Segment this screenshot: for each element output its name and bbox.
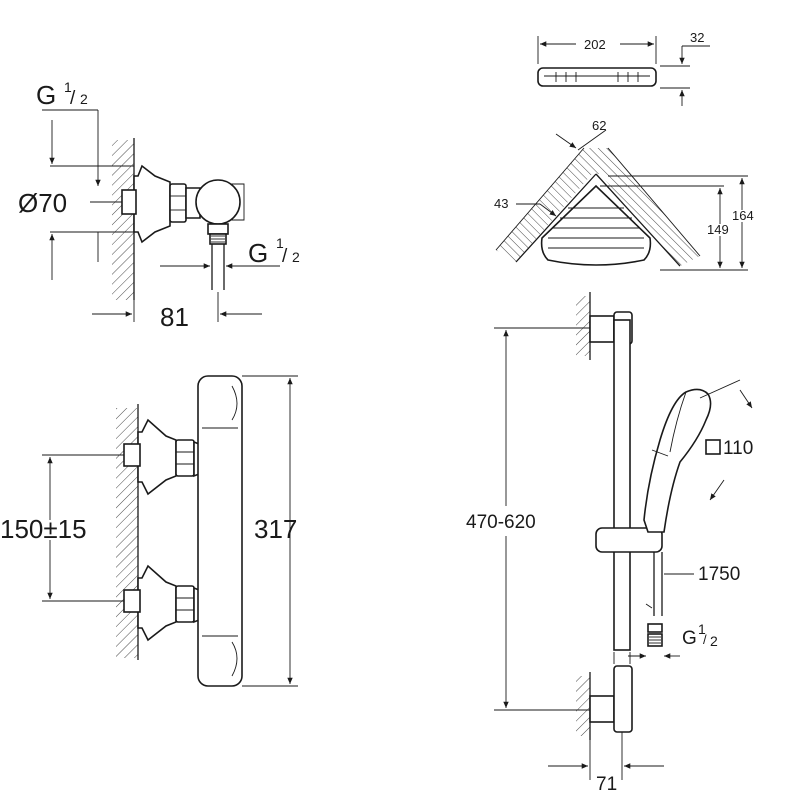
svg-text:/: / <box>282 246 288 267</box>
square-icon <box>705 439 721 455</box>
rail-projection-label: 71 <box>596 774 617 795</box>
outlet-thread-sub: 2 <box>292 249 300 265</box>
depth-label: 81 <box>160 302 189 332</box>
shower-rail <box>613 319 631 651</box>
basket-profile <box>537 67 657 87</box>
outlet-fitting <box>207 223 229 235</box>
shower-rail-view: 110 1750 G 1 / 2 470-620 71 <box>466 292 753 795</box>
basket-width-label: 202 <box>584 37 606 52</box>
hose-thread-sub: 2 <box>710 633 718 649</box>
corner-gap-label: 43 <box>494 196 508 211</box>
hose-thread-g: G <box>682 628 697 649</box>
corner-basket <box>540 184 652 266</box>
corner-wall-hatch <box>496 148 700 266</box>
rail-height-label: 470-620 <box>466 512 536 533</box>
thermostat-bar <box>197 375 243 687</box>
centres-label: 150±15 <box>0 514 87 544</box>
basket-side-view: 202 32 <box>537 30 710 106</box>
hose-thread-label: G 1 / 2 <box>682 621 718 649</box>
escutcheon <box>133 164 171 244</box>
svg-text:/: / <box>70 88 76 109</box>
outlet-thread-g: G <box>248 238 268 268</box>
hand-shower <box>643 388 712 533</box>
hose-length-label: 1750 <box>698 564 740 585</box>
inlet-thread-g: G <box>36 80 56 110</box>
corner-depth-outer-label: 164 <box>732 208 754 223</box>
basket-height-label: 32 <box>690 30 704 45</box>
valve-head <box>195 179 241 225</box>
inlet-thread-sub: 2 <box>80 91 88 107</box>
thermostat-view: 317 150±15 <box>0 375 298 687</box>
mixer-side-view: G 1 / 2 Ø70 G 1 / 2 81 <box>18 79 300 332</box>
wall-hatch <box>112 140 134 300</box>
diameter-label: Ø70 <box>18 188 67 218</box>
hose-thread-sup: 1 <box>698 621 706 637</box>
inlet-stub <box>121 189 137 215</box>
corner-offset-label: 62 <box>592 118 606 133</box>
outlet-thread-label: G 1 / 2 <box>248 235 300 268</box>
svg-text:/: / <box>703 632 707 647</box>
rail-slider <box>595 527 663 553</box>
corner-depth-inner-label: 149 <box>707 222 729 237</box>
inlet-thread-label: G 1 / 2 <box>36 79 88 110</box>
corner-shelf-plan: 62 43 149 164 <box>494 118 754 271</box>
inlet-thread-sup: 1 <box>64 79 72 95</box>
nut <box>169 183 187 223</box>
length-label: 317 <box>254 514 297 544</box>
outlet-thread-sup: 1 <box>276 235 284 251</box>
handshower-size-label: 110 <box>723 438 753 459</box>
